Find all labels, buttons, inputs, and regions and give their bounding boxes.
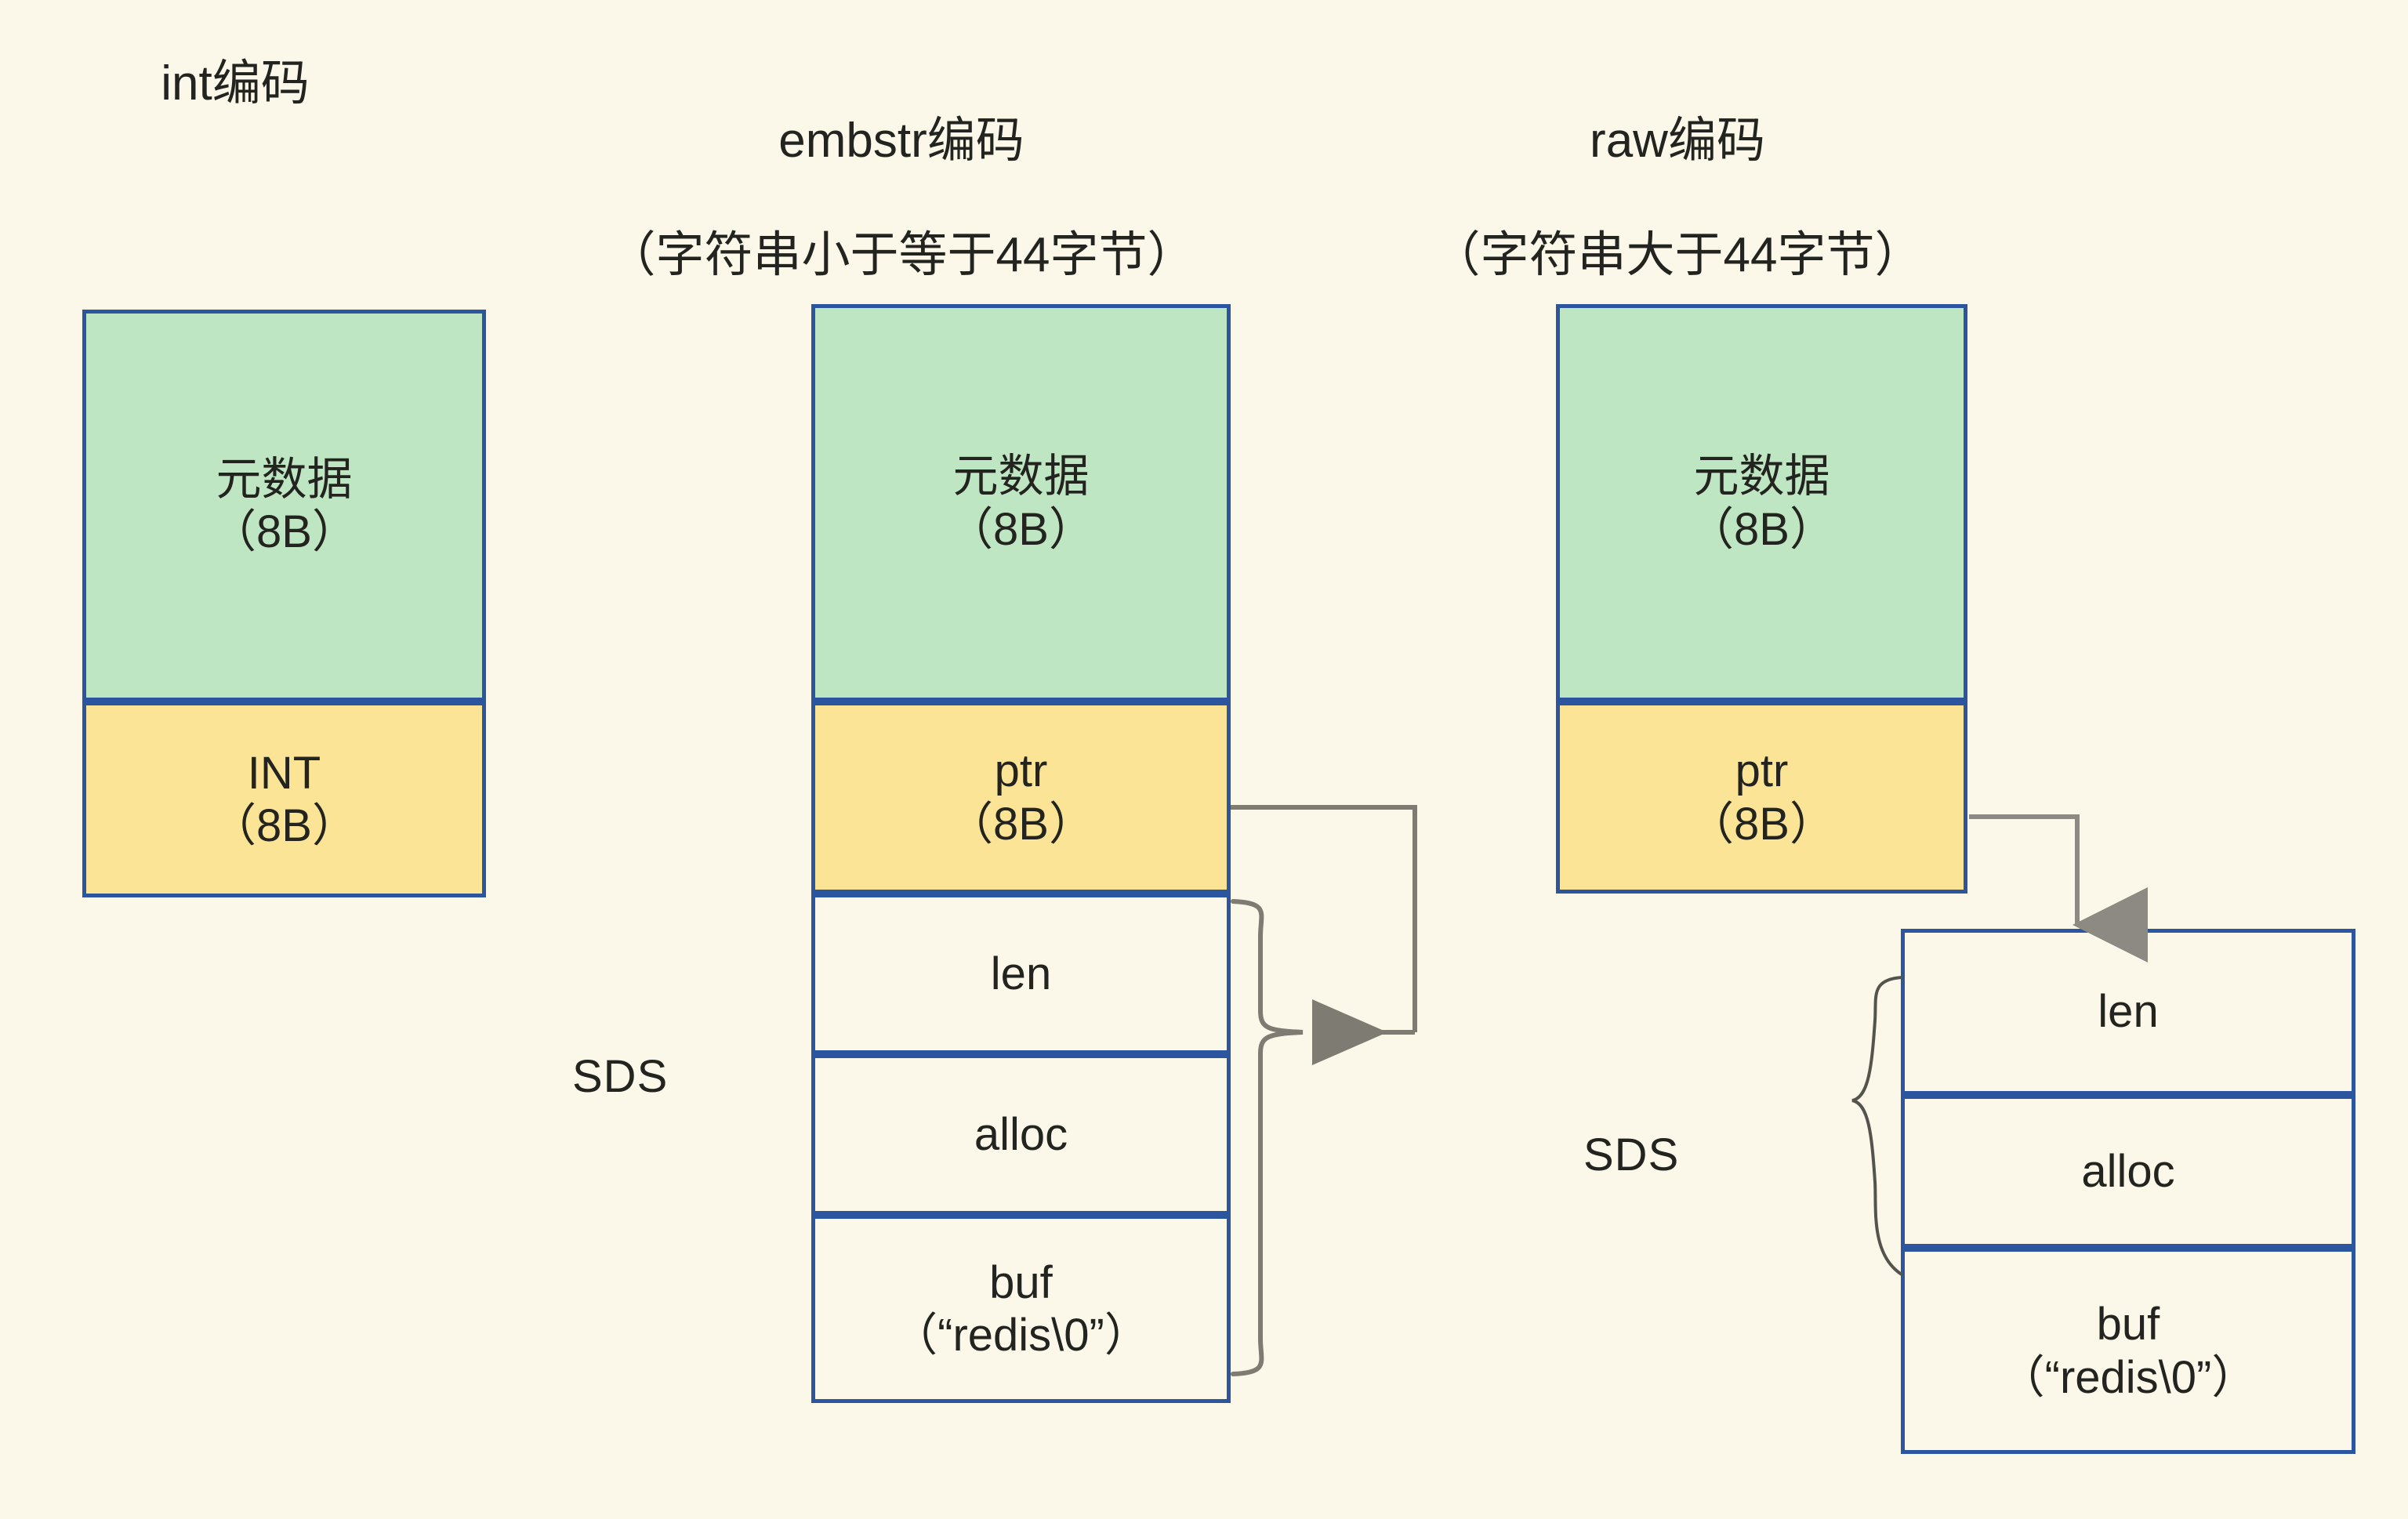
embstr-alloc-label: alloc <box>974 1108 1068 1160</box>
raw-sds-buf-value: （“redis\0”） <box>1999 1351 2258 1403</box>
embstr-ptr-cell: ptr （8B） <box>811 701 1231 894</box>
embstr-alloc-cell: alloc <box>811 1054 1231 1215</box>
embstr-len-label: len <box>990 948 1052 999</box>
raw-ptr-cell: ptr （8B） <box>1556 701 1967 894</box>
raw-ptr-label: ptr <box>1735 745 1789 797</box>
raw-sds-alloc-label: alloc <box>2081 1145 2175 1197</box>
embstr-metadata-label: 元数据 <box>952 451 1090 502</box>
embstr-ptr-label: ptr <box>994 745 1048 797</box>
raw-title-sub: （字符串大于44字节） <box>1431 228 1924 283</box>
raw-metadata-label: 元数据 <box>1693 451 1830 502</box>
raw-sds-len-label: len <box>2098 986 2159 1038</box>
embstr-title-sub: （字符串小于等于44字节） <box>607 228 1196 283</box>
raw-ptr-connector <box>1969 814 2148 963</box>
embstr-sds-label: SDS <box>572 1051 669 1102</box>
column-title-embstr: embstr编码 （字符串小于等于44字节） <box>541 55 1262 285</box>
embstr-sds-brace <box>1231 899 1304 1376</box>
raw-ptr-size: （8B） <box>1688 798 1835 850</box>
embstr-buf-label: buf <box>989 1256 1053 1308</box>
raw-sds-buf-cell: buf （“redis\0”） <box>1901 1248 2355 1454</box>
raw-sds-brace <box>1851 976 1903 1276</box>
raw-sds-alloc-cell: alloc <box>1901 1095 2355 1248</box>
raw-title-main: raw编码 <box>1590 114 1765 169</box>
embstr-metadata-size: （8B） <box>948 503 1094 555</box>
embstr-len-cell: len <box>811 894 1231 1054</box>
raw-sds-buf-label: buf <box>2096 1299 2160 1350</box>
embstr-buf-value: （“redis\0”） <box>892 1310 1150 1361</box>
raw-sds-label: SDS <box>1583 1129 1680 1180</box>
raw-sds-len-cell: len <box>1901 929 2355 1095</box>
embstr-title-main: embstr编码 <box>778 114 1024 169</box>
int-value-label: INT <box>247 747 321 799</box>
embstr-buf-cell: buf （“redis\0”） <box>811 1215 1231 1403</box>
column-title-int: int编码 <box>161 56 310 111</box>
int-value-size: （8B） <box>211 800 357 851</box>
raw-metadata-size: （8B） <box>1688 503 1835 555</box>
raw-metadata-cell: 元数据 （8B） <box>1556 304 1967 701</box>
int-metadata-size: （8B） <box>211 506 357 557</box>
embstr-metadata-cell: 元数据 （8B） <box>811 304 1231 701</box>
column-title-raw: raw编码 （字符串大于44字节） <box>1286 55 2069 285</box>
int-metadata-label: 元数据 <box>216 453 353 505</box>
embstr-ptr-size: （8B） <box>948 798 1094 850</box>
embstr-ptr-connector <box>1231 805 1417 1065</box>
int-value-cell: INT （8B） <box>82 701 486 897</box>
int-metadata-cell: 元数据 （8B） <box>82 310 486 701</box>
